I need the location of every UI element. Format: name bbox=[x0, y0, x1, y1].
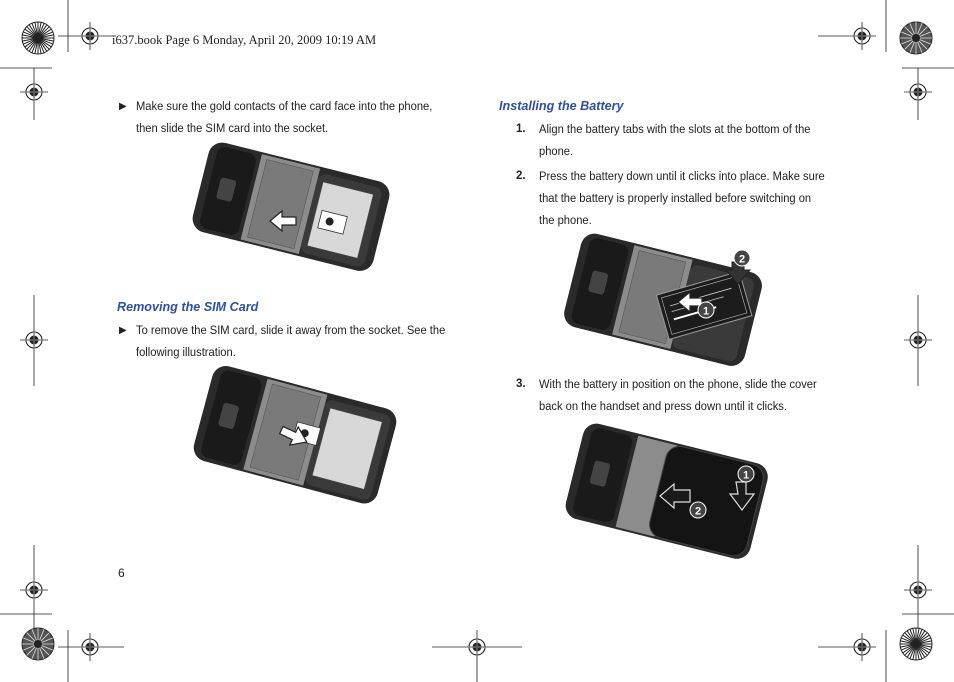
step-number: 1. bbox=[516, 123, 526, 135]
page-number: 6 bbox=[118, 566, 125, 580]
text-line: With the battery in position on the phon… bbox=[539, 377, 817, 391]
registration-mark-icon bbox=[75, 632, 105, 662]
section-heading: Installing the Battery bbox=[499, 99, 624, 113]
text-line: then slide the SIM card into the socket. bbox=[136, 121, 329, 135]
text-line: Make sure the gold contacts of the card … bbox=[136, 99, 433, 113]
callout-label: 2 bbox=[739, 254, 745, 266]
callout-circle-icon: 2 bbox=[689, 501, 707, 519]
arrow-icon bbox=[269, 209, 297, 233]
registration-mark-icon bbox=[903, 325, 933, 355]
sunburst-target-icon bbox=[21, 627, 55, 661]
bullet-arrow-icon: ▶ bbox=[119, 325, 127, 336]
registration-mark-icon bbox=[75, 21, 105, 51]
text-line: Align the battery tabs with the slots at… bbox=[539, 122, 811, 136]
sim-remove-illustration bbox=[193, 365, 397, 504]
text-line: Press the battery down until it clicks i… bbox=[539, 169, 825, 183]
callout-circle-icon: 2 bbox=[733, 249, 751, 267]
sunburst-target-icon bbox=[899, 21, 933, 55]
callout-label: 2 bbox=[695, 506, 701, 518]
bullet-arrow-icon: ▶ bbox=[119, 101, 127, 112]
step-text: Press the battery down until it clicks i… bbox=[539, 165, 881, 231]
arrow-icon bbox=[728, 481, 756, 511]
step-number: 2. bbox=[516, 170, 526, 182]
print-header: i637.book Page 6 Monday, April 20, 2009 … bbox=[112, 33, 377, 47]
registration-mark-icon bbox=[847, 632, 877, 662]
sunburst-target-icon bbox=[21, 21, 55, 55]
callout-circle-icon: 1 bbox=[737, 465, 755, 483]
step-number: 3. bbox=[516, 378, 526, 390]
callout-label: 1 bbox=[743, 470, 749, 482]
text-line: phone. bbox=[539, 144, 574, 158]
registration-mark-icon bbox=[462, 632, 492, 662]
arrow-icon bbox=[659, 482, 691, 510]
registration-mark-icon bbox=[903, 575, 933, 605]
registration-mark-icon bbox=[19, 77, 49, 107]
battery-install-illustration: 2 1 bbox=[564, 233, 762, 366]
sim-insert-illustration bbox=[192, 142, 390, 271]
sunburst-target-icon bbox=[899, 627, 933, 661]
bullet-text: To remove the SIM card, slide it away fr… bbox=[136, 319, 478, 363]
text-line: that the battery is properly installed b… bbox=[539, 191, 812, 205]
text-line: the phone. bbox=[539, 213, 592, 227]
cover-replace-illustration: 1 2 bbox=[565, 423, 768, 559]
arrow-icon bbox=[278, 425, 308, 446]
registration-mark-icon bbox=[19, 325, 49, 355]
callout-label: 1 bbox=[703, 306, 709, 318]
arrow-icon bbox=[677, 290, 703, 314]
text-line: back on the handset and press down until… bbox=[539, 399, 787, 413]
text-line: To remove the SIM card, slide it away fr… bbox=[136, 323, 446, 337]
bullet-text: Make sure the gold contacts of the card … bbox=[136, 95, 478, 139]
text-line: following illustration. bbox=[136, 345, 236, 359]
step-text: With the battery in position on the phon… bbox=[539, 373, 881, 417]
callout-circle-icon: 1 bbox=[697, 301, 715, 319]
step-text: Align the battery tabs with the slots at… bbox=[539, 118, 881, 162]
registration-mark-icon bbox=[903, 77, 933, 107]
registration-mark-icon bbox=[19, 575, 49, 605]
registration-mark-icon bbox=[847, 21, 877, 51]
section-heading: Removing the SIM Card bbox=[117, 300, 259, 314]
